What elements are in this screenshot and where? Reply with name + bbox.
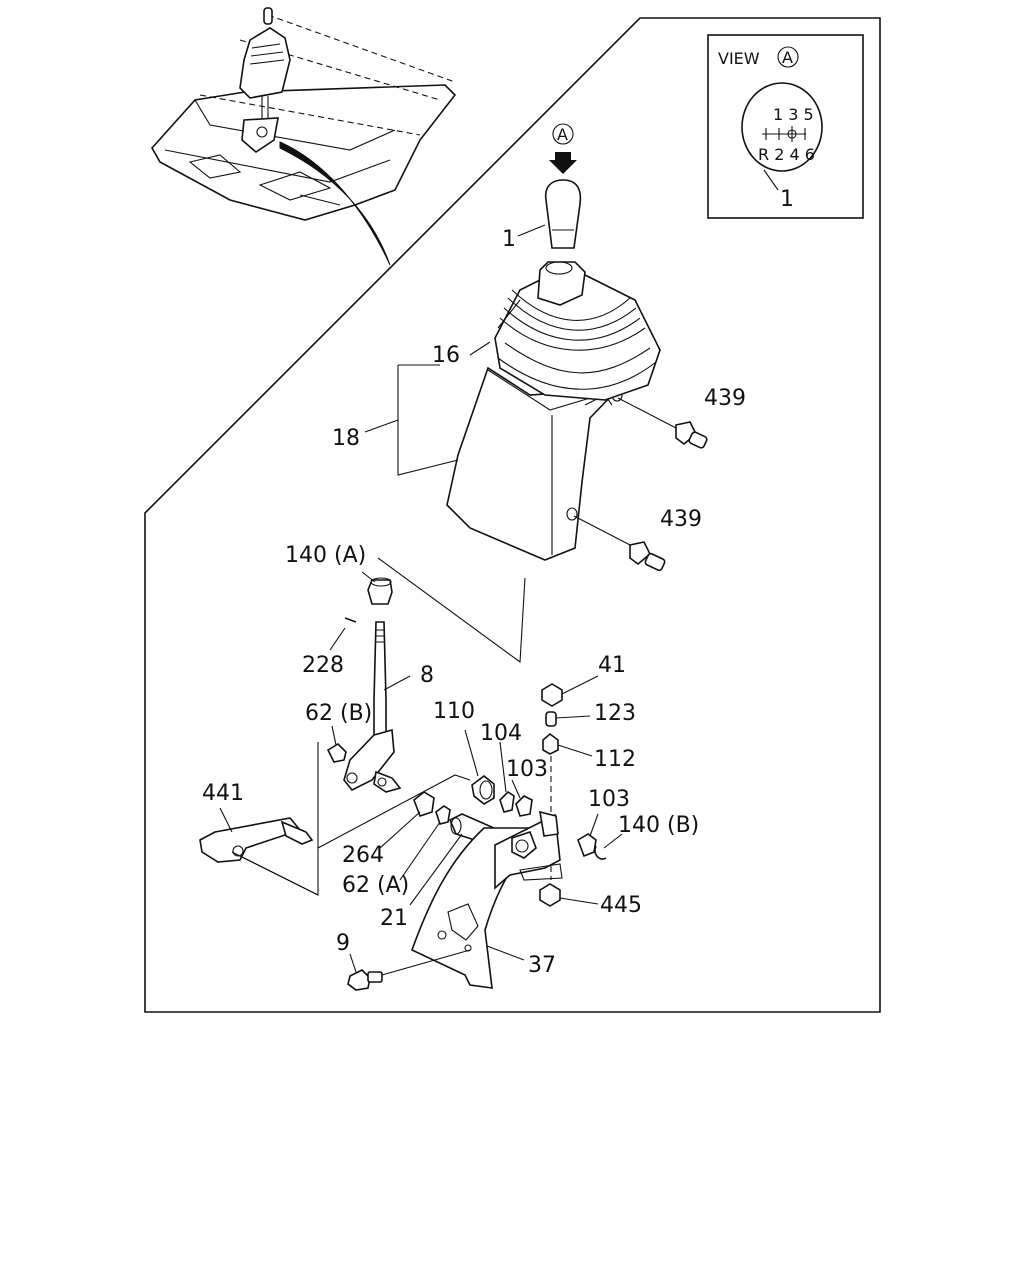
bolt-9 <box>347 969 383 991</box>
view-marker: A <box>782 48 793 67</box>
label-123: 123 <box>594 701 636 726</box>
collar-123 <box>545 711 557 727</box>
knob-top-view <box>741 82 823 172</box>
svg-text:A: A <box>557 125 568 144</box>
label-110: 110 <box>433 699 475 724</box>
inset-part-label: 1 <box>780 187 794 212</box>
label-1: 1 <box>502 227 516 252</box>
label-103-left: 103 <box>506 757 548 782</box>
label-140a: 140 (A) <box>285 543 366 568</box>
bush-112 <box>542 732 559 755</box>
label-37: 37 <box>528 953 556 978</box>
label-439-upper: 439 <box>704 386 746 411</box>
view-a-arrow: A <box>549 123 577 174</box>
label-18: 18 <box>332 426 360 451</box>
bush-103-left <box>515 795 533 817</box>
bracket-37 <box>411 810 563 989</box>
label-439-lower: 439 <box>660 507 702 532</box>
screw-439-lower <box>573 515 666 572</box>
label-16: 16 <box>432 343 460 368</box>
label-112: 112 <box>594 747 636 772</box>
label-264: 264 <box>342 843 384 868</box>
label-21: 21 <box>380 906 408 931</box>
label-62b: 62 (B) <box>305 701 372 726</box>
detail-pointer <box>279 141 391 266</box>
bush-110 <box>471 774 495 805</box>
view-a-inset: VIEW A 1 3 5 R 2 4 6 1 <box>707 34 864 219</box>
label-9: 9 <box>336 931 350 956</box>
vehicle-overview <box>151 7 457 266</box>
shift-lever-8 <box>343 621 402 793</box>
nut-62a <box>435 805 451 825</box>
washer-104 <box>499 790 515 813</box>
label-445: 445 <box>600 893 642 918</box>
shift-boot-and-cover <box>446 261 662 561</box>
label-62a: 62 (A) <box>342 873 409 898</box>
shift-pattern-bottom: R 2 4 6 <box>758 145 815 164</box>
label-104: 104 <box>480 721 522 746</box>
diagram-frame <box>144 17 881 1013</box>
pin-228 <box>344 617 357 623</box>
link-441 <box>199 817 314 863</box>
shift-gate-icon <box>762 126 806 142</box>
label-228: 228 <box>302 653 344 678</box>
label-103-right: 103 <box>588 787 630 812</box>
clip-140b <box>594 845 607 860</box>
shift-pattern-top: 1 3 5 <box>773 105 814 124</box>
shift-knob <box>544 179 582 249</box>
nut-41 <box>541 683 563 707</box>
bush-103-right <box>577 833 597 858</box>
label-8: 8 <box>420 663 434 688</box>
bushing-140a <box>367 577 393 605</box>
nut-445 <box>539 883 561 907</box>
view-title: VIEW <box>718 49 760 68</box>
nut-62b <box>326 742 347 763</box>
label-140b: 140 (B) <box>618 813 699 838</box>
label-41: 41 <box>598 653 626 678</box>
screw-439-upper <box>617 397 708 449</box>
label-441: 441 <box>202 781 244 806</box>
